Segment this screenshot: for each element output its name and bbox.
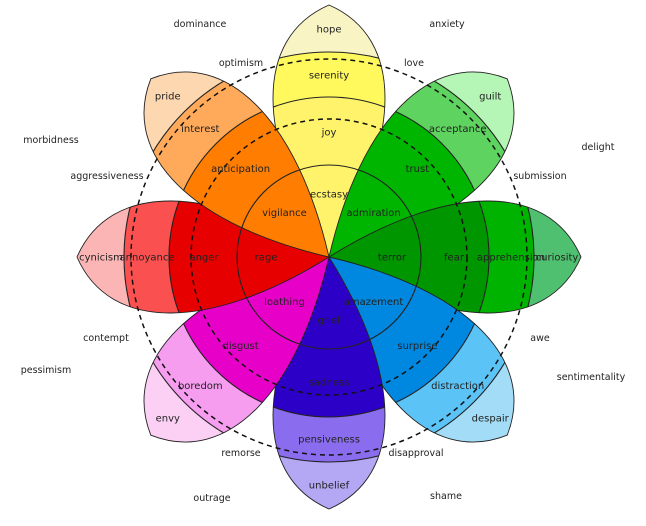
- emotion-label-surprise: surprise: [397, 341, 437, 352]
- dyad-love: love: [404, 58, 424, 69]
- emotion-label-pride: pride: [155, 91, 181, 102]
- dashed-circle-inner: [190, 118, 468, 396]
- dyad-aggressiveness: aggressiveness: [70, 171, 143, 182]
- outer-outrage: outrage: [193, 493, 230, 504]
- dashed-circle-outer: [130, 58, 528, 456]
- dyad-disapproval: disapproval: [388, 448, 443, 459]
- centre-circle: [236, 164, 422, 350]
- emotion-label-trust: trust: [406, 164, 430, 175]
- emotion-label-interest: interest: [181, 124, 219, 135]
- outer-shame: shame: [430, 491, 462, 502]
- petal-rings: [273, 51, 385, 257]
- band-divider: [329, 201, 490, 313]
- centre-wedge-orange: [244, 172, 329, 257]
- emotion-label-hope: hope: [317, 25, 342, 36]
- emotion-label-grief: grief: [318, 316, 341, 327]
- dyad-awe: awe: [530, 333, 550, 344]
- outer-delight: delight: [582, 142, 615, 153]
- dyad-remorse: remorse: [221, 448, 260, 459]
- band-divider: [123, 201, 329, 313]
- band-divider: [273, 51, 385, 257]
- band-divider: [168, 201, 329, 313]
- petal-band-inner: [169, 257, 329, 417]
- emotion-label-envy: envy: [156, 414, 180, 425]
- petal-outline: [143, 71, 330, 258]
- dyad-submission: submission: [513, 171, 566, 182]
- band-divider: [329, 201, 535, 313]
- outer-labels-layer: love submission awe disapproval remorse …: [21, 19, 626, 504]
- emotion-label-guilt: guilt: [479, 91, 501, 102]
- emotion-label-anticipation: anticipation: [211, 164, 270, 175]
- emotion-label-curiosity: curiosity: [536, 253, 579, 264]
- emotion-label-amazement: amazement: [344, 297, 404, 308]
- dyad-optimism: optimism: [219, 58, 263, 69]
- petal-band-inner: [169, 97, 329, 257]
- emotion-label-apprehension: apprehension: [477, 253, 545, 264]
- centre-wedge-indigo: [293, 257, 365, 349]
- emotion-label-annoyance: annoyance: [120, 253, 175, 264]
- petal-band-inner: [329, 97, 489, 257]
- emotion-label-distraction: distraction: [431, 381, 484, 392]
- centre-wedge-magenta: [244, 257, 329, 342]
- band-divider: [273, 257, 385, 418]
- emotion-label-vigilance: vigilance: [262, 208, 307, 219]
- emotion-label-despair: despair: [472, 414, 510, 425]
- emotion-label-sadness: sadness: [309, 378, 350, 389]
- emotion-label-fear: fear: [444, 253, 465, 264]
- emotion-label-rage: rage: [255, 253, 278, 264]
- band-divider: [273, 257, 385, 463]
- outer-dominance: dominance: [174, 19, 227, 30]
- rings-layer: [123, 51, 535, 463]
- centre-wedge-yellow: [293, 165, 365, 257]
- outer-pessimism: pessimism: [21, 365, 72, 376]
- emotion-label-ecstasy: ecstasy: [310, 190, 348, 201]
- emotion-label-pensiveness: pensiveness: [298, 435, 360, 446]
- outer-anxiety: anxiety: [429, 19, 465, 30]
- petal-band-inner: [329, 257, 489, 417]
- petals-layer: [76, 4, 582, 510]
- emotion-label-terror: terror: [378, 253, 407, 264]
- dyad-contempt: contempt: [83, 333, 129, 344]
- emotion-label-loathing: loathing: [264, 297, 305, 308]
- band-divider: [273, 96, 385, 257]
- emotion-label-acceptance: acceptance: [429, 124, 487, 135]
- emotion-label-boredom: boredom: [178, 381, 223, 392]
- centre-wedge-blue: [329, 257, 414, 342]
- emotion-label-anger: anger: [189, 253, 219, 264]
- labels-layer: ecstasy joy serenity hope admiration trust acc…: [79, 25, 578, 492]
- emotion-label-admiration: admiration: [346, 208, 400, 219]
- centre-wedge-darkgreen: [329, 221, 421, 293]
- petal-rings: [329, 201, 535, 313]
- emotion-label-cynicism: cynicism: [79, 253, 123, 264]
- outer-sentimentality: sentimentality: [557, 372, 626, 383]
- outer-morbidness: morbidness: [23, 135, 78, 146]
- centre-wedge-red: [237, 221, 329, 293]
- emotion-label-unbelief: unbelief: [309, 481, 350, 492]
- petal-rings: [273, 257, 385, 463]
- centre-wedge-green: [329, 172, 414, 257]
- emotion-label-joy: joy: [321, 128, 337, 139]
- emotion-label-serenity: serenity: [309, 71, 349, 82]
- petal-rings: [123, 201, 329, 313]
- emotion-label-disgust: disgust: [223, 341, 259, 352]
